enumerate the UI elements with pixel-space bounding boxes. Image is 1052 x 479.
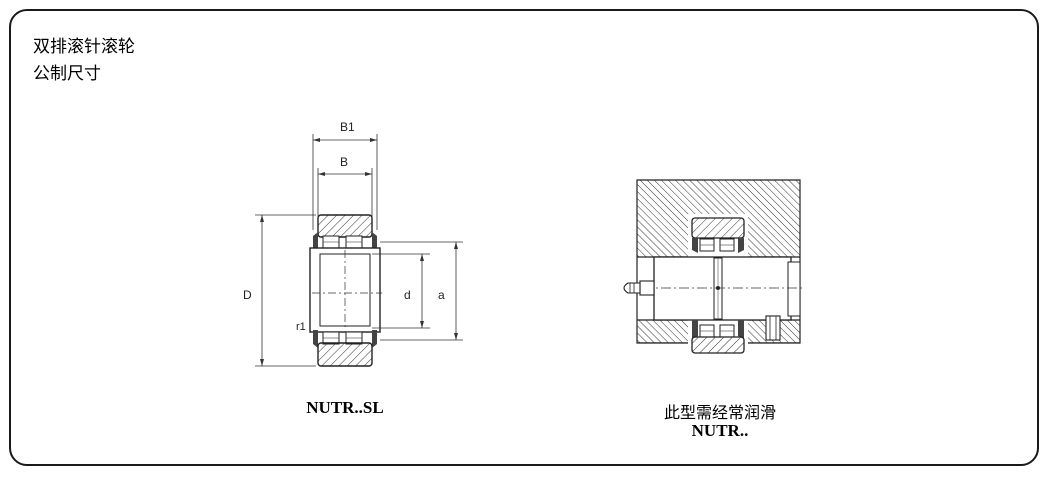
page-subtitle: 公制尺寸 bbox=[33, 64, 101, 84]
label-d-inner: d bbox=[404, 288, 411, 302]
label-b1: B1 bbox=[340, 120, 355, 134]
label-a: a bbox=[438, 288, 445, 302]
label-r1: r1 bbox=[296, 321, 306, 333]
caption-nutr-sl: NUTR..SL bbox=[306, 398, 384, 417]
dimension-d-inner bbox=[372, 253, 430, 329]
nutr-drawing bbox=[623, 179, 805, 373]
label-b: B bbox=[340, 155, 348, 169]
nutr-sl-drawing: B1 B D d a r1 bbox=[243, 120, 463, 367]
dimension-d-outer bbox=[255, 214, 316, 367]
caption-nutr: NUTR.. bbox=[691, 421, 749, 440]
label-d-outer: D bbox=[243, 288, 252, 302]
dimension-b bbox=[317, 168, 373, 230]
dimension-a bbox=[380, 241, 463, 341]
page-title: 双排滚针滚轮 bbox=[33, 37, 135, 57]
dimension-b1 bbox=[312, 134, 378, 230]
content-frame bbox=[9, 9, 1039, 466]
lubrication-note: 此型需经常润滑 bbox=[663, 403, 776, 422]
